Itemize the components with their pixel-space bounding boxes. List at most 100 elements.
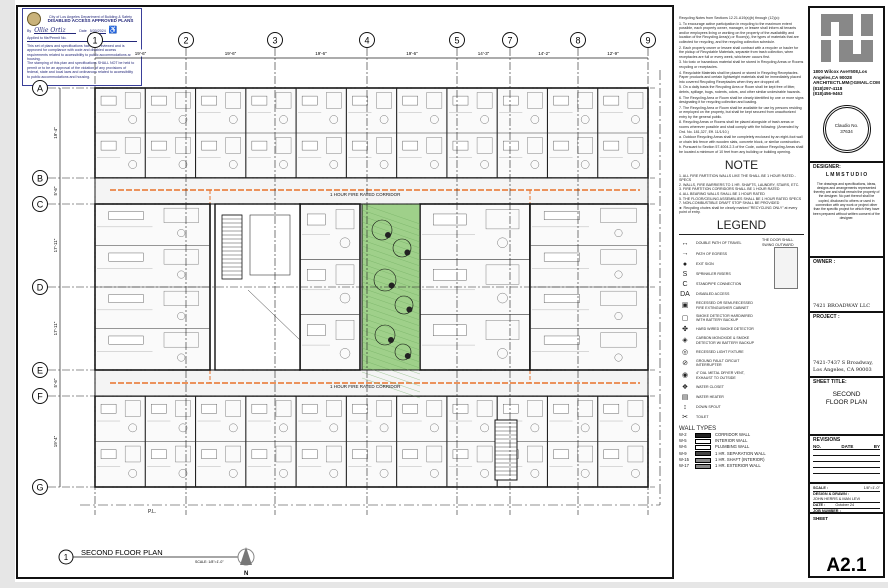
stamp-title: DISABLED ACCESS APPROVED PLANS (47, 18, 134, 23)
wall-type-code: W-17 (679, 463, 689, 469)
door-swing (329, 115, 339, 124)
legend-symbol-icon: ✤ (682, 326, 688, 334)
room-tag (307, 324, 326, 336)
date-label: DATE : (813, 503, 826, 507)
bathroom (124, 137, 141, 154)
room-tag (433, 269, 467, 281)
room-tag (352, 95, 368, 106)
room-tag (352, 140, 368, 151)
corridor-label-top: 1 HOUR FIRE RATED CORRIDOR (330, 192, 401, 197)
recycling-note-line: b. Pursuant to Section 57.4004.2.3 of th… (679, 145, 804, 155)
room-tag (301, 403, 318, 414)
door-swing (631, 115, 640, 124)
recycling-note-line: 2. Each property owner or lessee shall c… (679, 45, 799, 59)
north-arrow-icon (237, 547, 255, 566)
door-swing (178, 423, 188, 433)
door-swing (614, 353, 623, 362)
bathroom (577, 137, 593, 154)
legend-label: STANDPIPE CONNECTION (696, 282, 742, 287)
job-number-label: JOB NUMBER : (813, 509, 841, 513)
door-swing (430, 469, 439, 478)
door-swing (580, 160, 590, 169)
door-swing (379, 160, 389, 169)
legend-item: ❖ WATER CLOSET (679, 384, 804, 391)
door-swing (430, 160, 439, 169)
door-swing (178, 115, 188, 124)
door-swing (329, 469, 339, 478)
bathroom (527, 400, 543, 417)
bathroom (627, 137, 644, 154)
wall-type-code: W-9 (679, 450, 687, 456)
room-tag (543, 252, 580, 262)
recycling-note-line: 5. On a daily basis the Recycling Area o… (679, 85, 801, 94)
door-swing (480, 423, 489, 433)
legend-label: DOWN SPOUT (696, 405, 721, 410)
legend-label: RECESSED LIGHT FIXTURE (696, 349, 744, 354)
room-tag (251, 95, 268, 106)
plan-structure (80, 70, 661, 506)
legend-symbol-icon: ✂ (682, 414, 688, 422)
legend-list: ↔DOUBLE PATH OF TRAVEL→PATH OF EGRESS●EX… (679, 240, 804, 421)
date-value: October 24 (835, 503, 855, 507)
bathroom (275, 137, 292, 154)
wall-type-swatch (695, 451, 711, 457)
drawing-frame (16, 5, 674, 579)
door-swing (614, 270, 623, 279)
legend-symbol-icon: ◎ (681, 348, 689, 356)
stamp-bullet: The stamping of this plan and specificat… (27, 61, 135, 79)
courtyard-hatch (361, 317, 421, 339)
bathroom (426, 92, 443, 109)
door-swing (228, 115, 238, 124)
legend-label: TOILET (696, 415, 709, 420)
courtyard-hatch (361, 269, 421, 291)
stamp-by-label: By (27, 29, 32, 33)
legend-item: ✂ TOILET (679, 414, 804, 421)
legend-label: WATER CLOSET (696, 384, 724, 389)
courtyard-hatch (361, 221, 421, 243)
legend-symbol-icon: ❖ (681, 383, 689, 391)
recycling-notes-list: 1. To encourage active participation in … (679, 22, 804, 155)
corridor-top (94, 177, 649, 205)
bathroom (376, 92, 392, 109)
legend-symbol-icon: ▤ (681, 393, 689, 401)
door-swing (279, 469, 288, 478)
room-tag (452, 95, 469, 106)
project-label: PROJECT : (813, 314, 840, 320)
wall-types-heading: WALL TYPES (679, 426, 717, 433)
elevator-lobby (249, 214, 291, 276)
room-tag (603, 140, 620, 151)
recycling-note-line: 6. The Recycling Area or Room shall be c… (679, 95, 804, 105)
room-tag (108, 211, 144, 220)
door-swing (279, 423, 288, 433)
bathroom (335, 264, 355, 285)
courtyard-hatch (361, 371, 421, 393)
drawing-scale: SCALE: 1/8"=1'-0" (195, 560, 224, 564)
legend-label: PATH OF EGRESS (696, 251, 728, 256)
legend-label: SMOKE DETECTOR HARDWIRED WITH BATTERY BA… (696, 313, 753, 323)
bathroom (527, 445, 543, 463)
bathroom (376, 400, 392, 417)
wall-type-label: CORRIDOR WALL (715, 432, 751, 438)
door-swing (497, 237, 508, 248)
sheet-title-label: SHEET TITLE: (813, 379, 847, 385)
room-tag (100, 140, 117, 151)
door-swing (580, 423, 590, 433)
stamp-agency: City of Los Angeles Department of Buildi… (49, 14, 132, 19)
bathroom (577, 445, 593, 463)
tree-icon (374, 324, 396, 346)
bathroom (225, 400, 241, 417)
bathroom (476, 400, 493, 417)
wall-type-row: W-2 CORRIDOR WALL (679, 432, 804, 438)
tree-icon (394, 295, 414, 315)
sheet-number: A2.1 (826, 555, 867, 576)
legend-symbol-icon: ↕ (683, 403, 687, 411)
legend-symbol-icon: ▣ (681, 302, 689, 310)
legend-symbol-icon: ↔ (681, 240, 689, 248)
wall-type-code: W-2 (679, 432, 687, 438)
architect-seal: Claudio No. 37634 (822, 104, 871, 153)
recycling-note-line: a. Outdoor Recycling Areas shall be comp… (679, 135, 803, 144)
